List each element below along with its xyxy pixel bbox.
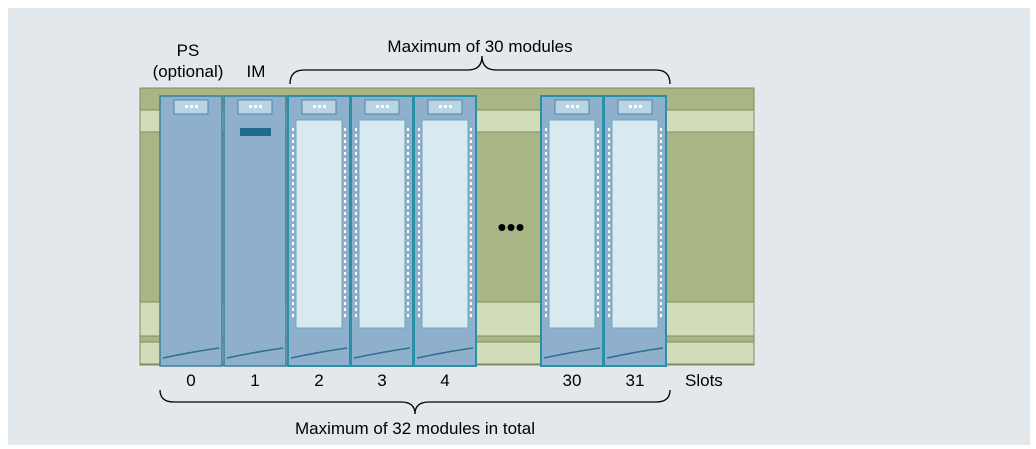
slot-number-1: 1 bbox=[250, 371, 259, 390]
slot-labels: 0 1 2 3 4 30 31 bbox=[186, 371, 644, 390]
top-brace bbox=[289, 55, 671, 85]
ps-label: PS bbox=[177, 41, 200, 60]
module-slot-31 bbox=[603, 95, 667, 367]
slots-label: Slots bbox=[685, 371, 723, 390]
module-slot-0 bbox=[159, 95, 223, 367]
slot-number-30: 30 bbox=[563, 371, 582, 390]
bottom-brace bbox=[159, 389, 671, 415]
im-label: IM bbox=[247, 62, 266, 81]
slot-number-2: 2 bbox=[314, 371, 323, 390]
module-slot-3 bbox=[350, 95, 414, 367]
module-slot-4 bbox=[413, 95, 477, 367]
slot-number-4: 4 bbox=[440, 371, 449, 390]
modules bbox=[159, 95, 667, 367]
slot-number-3: 3 bbox=[377, 371, 386, 390]
module-slot-30 bbox=[540, 95, 604, 367]
ps-optional-label: (optional) bbox=[153, 62, 224, 81]
slot-number-31: 31 bbox=[626, 371, 645, 390]
slot-number-0: 0 bbox=[186, 371, 195, 390]
module-slot-1 bbox=[223, 95, 287, 367]
top-brace-label: Maximum of 30 modules bbox=[387, 37, 572, 56]
module-slot-2 bbox=[287, 95, 351, 367]
ellipsis: ••• bbox=[497, 212, 524, 242]
bottom-brace-label: Maximum of 32 modules in total bbox=[295, 419, 535, 438]
